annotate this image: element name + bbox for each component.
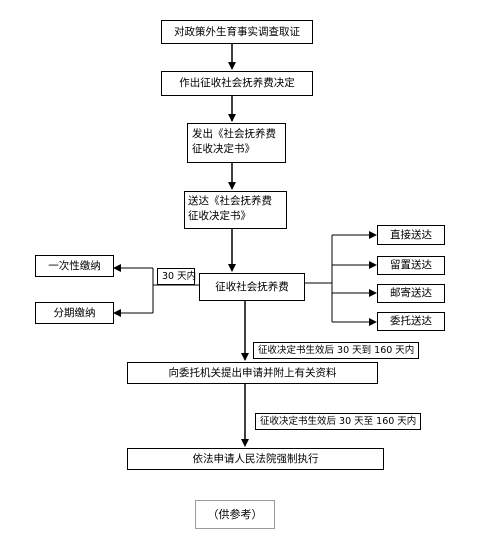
- node-collect: 征收社会抚养费: [199, 273, 305, 301]
- node-deliver-line1: 送达《社会抚养费: [188, 195, 272, 207]
- node-direct-delivery-label: 直接送达: [390, 229, 432, 241]
- footer-reference-text: （供参考）: [207, 508, 263, 521]
- node-court-enforcement: 依法申请人民法院强制执行: [127, 448, 384, 470]
- node-investigate-label: 对政策外生育事实调查取证: [174, 26, 300, 38]
- node-leave-delivery-label: 留置送达: [390, 259, 432, 271]
- node-entrust-delivery: 委托送达: [377, 312, 445, 331]
- label-period-2: 征收决定书生效后 30 天至 160 天内: [255, 413, 422, 430]
- node-lump-sum-label: 一次性缴纳: [48, 260, 101, 272]
- node-lump-sum: 一次性缴纳: [35, 255, 114, 277]
- node-mail-delivery-label: 邮寄送达: [390, 287, 432, 299]
- node-investigate: 对政策外生育事实调查取证: [161, 20, 313, 44]
- node-collect-label: 征收社会抚养费: [215, 281, 289, 293]
- node-installment-label: 分期缴纳: [53, 307, 96, 319]
- footer-reference-note: （供参考）: [195, 500, 275, 529]
- node-mail-delivery: 邮寄送达: [377, 284, 445, 303]
- node-direct-delivery: 直接送达: [377, 225, 445, 245]
- node-court-enforcement-label: 依法申请人民法院强制执行: [192, 453, 319, 465]
- label-period-2-text: 征收决定书生效后 30 天至 160 天内: [260, 416, 417, 427]
- node-issue-line1: 发出《社会抚养费: [192, 128, 276, 140]
- node-entrust-delivery-label: 委托送达: [390, 315, 432, 327]
- node-apply-agency-label: 向委托机关提出申请并附上有关资料: [168, 367, 337, 379]
- node-deliver: 送达《社会抚养费 征收决定书》: [184, 191, 287, 229]
- node-decide-label: 作出征收社会抚养费决定: [179, 77, 295, 89]
- node-issue: 发出《社会抚养费 征收决定书》: [187, 123, 286, 163]
- label-within-30-days: 30 天内: [157, 268, 197, 285]
- node-leave-delivery: 留置送达: [377, 256, 445, 275]
- node-installment: 分期缴纳: [35, 302, 114, 324]
- node-deliver-line2: 征收决定书》: [188, 210, 251, 222]
- node-apply-agency: 向委托机关提出申请并附上有关资料: [127, 362, 378, 384]
- node-decide: 作出征收社会抚养费决定: [161, 71, 313, 96]
- label-period-1-text: 征收决定书生效后 30 天到 160 天内: [258, 345, 415, 356]
- label-period-1: 征收决定书生效后 30 天到 160 天内: [253, 342, 420, 359]
- node-issue-line2: 征收决定书》: [192, 143, 255, 155]
- label-within-30-days-text: 30 天内: [162, 271, 197, 282]
